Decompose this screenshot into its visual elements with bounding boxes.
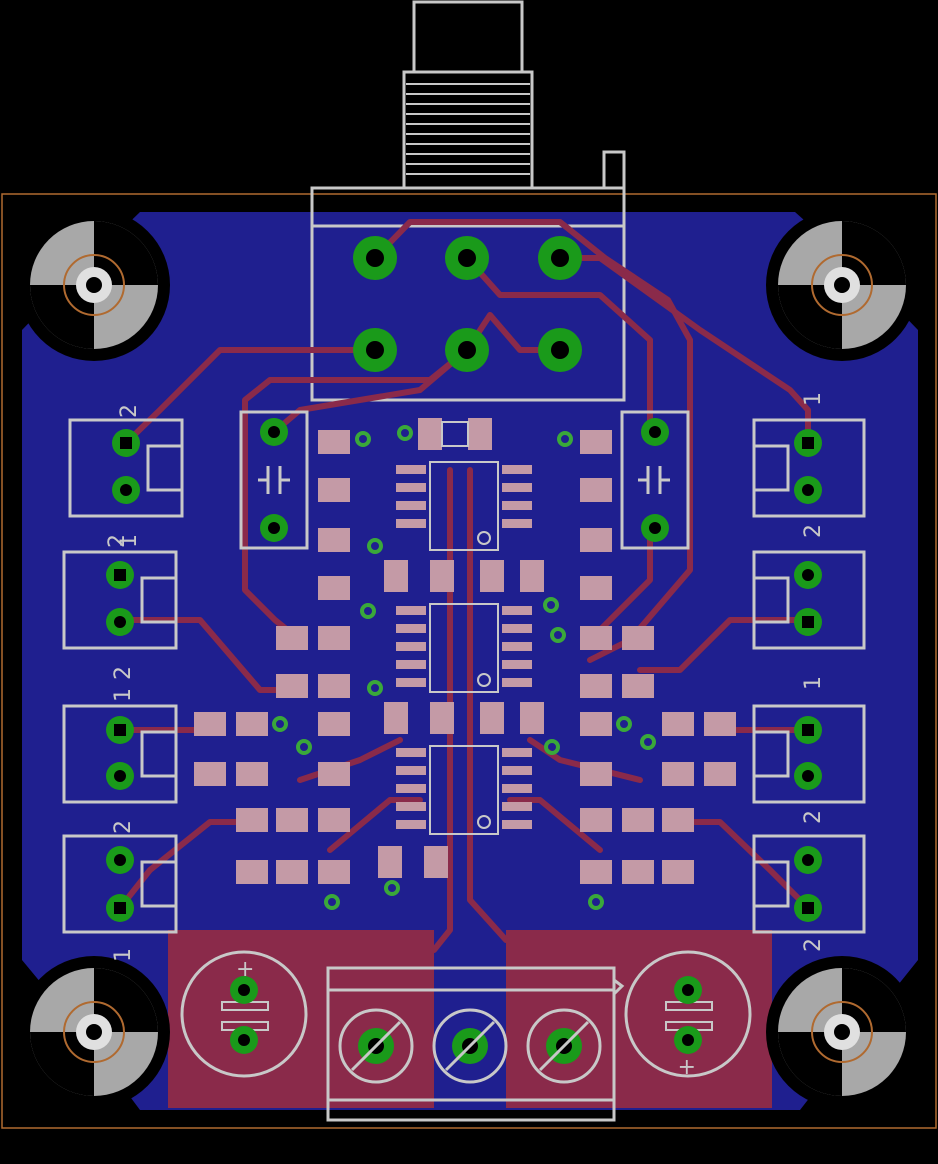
- switch-pads: [353, 236, 582, 372]
- power-terminal-block: [326, 966, 625, 1122]
- capacitor-left: [239, 410, 309, 550]
- label-right-5: 2: [801, 938, 826, 952]
- connector-left-1: [68, 418, 184, 518]
- label-left-3: 2: [105, 534, 130, 548]
- top-copper-pour-left: [168, 930, 434, 1108]
- cap-left-plus-label: +: [236, 957, 254, 982]
- cap-right-plus-label: +: [678, 1054, 696, 1079]
- mounting-hole-top-left: [18, 209, 170, 361]
- connector-left-3: [62, 704, 178, 804]
- label-right-3: 1: [801, 676, 826, 690]
- ic-chip-2: [396, 603, 532, 693]
- board-outline: [1, 193, 937, 1129]
- connector-right-3: [752, 704, 866, 804]
- label-left-6: 2: [111, 820, 136, 834]
- label-right-4: 2: [801, 810, 826, 824]
- connector-left-4: [62, 834, 178, 934]
- label-right-2: 2: [801, 524, 826, 538]
- label-left-2: 1: [117, 534, 142, 548]
- label-left-1: 2: [117, 404, 142, 418]
- connector-right-4: [752, 834, 866, 934]
- mounting-hole-top-right: [766, 209, 918, 361]
- label-right-1: 1: [801, 392, 826, 406]
- electrolytic-cap-left: [180, 950, 308, 1078]
- mounting-hole-bottom-right: [766, 956, 918, 1108]
- top-copper-pour-right: [506, 930, 772, 1108]
- connector-right-2: [752, 550, 866, 650]
- mounting-hole-bottom-left: [18, 956, 170, 1108]
- traces: [117, 219, 811, 953]
- label-left-4: 2: [111, 666, 136, 680]
- connector-right-1: [752, 418, 866, 518]
- connector-left-2: [62, 550, 178, 650]
- electrolytic-cap-right: [624, 950, 752, 1078]
- capacitor-right: [620, 410, 690, 550]
- label-left-7: 1: [111, 948, 136, 962]
- ic-chip-1: [396, 461, 532, 551]
- rotary-switch: [310, 0, 626, 402]
- ic-chip-3: [396, 745, 532, 835]
- label-left-5: 1: [111, 688, 136, 702]
- smd-resistors: [194, 418, 736, 884]
- vias: [272, 425, 656, 910]
